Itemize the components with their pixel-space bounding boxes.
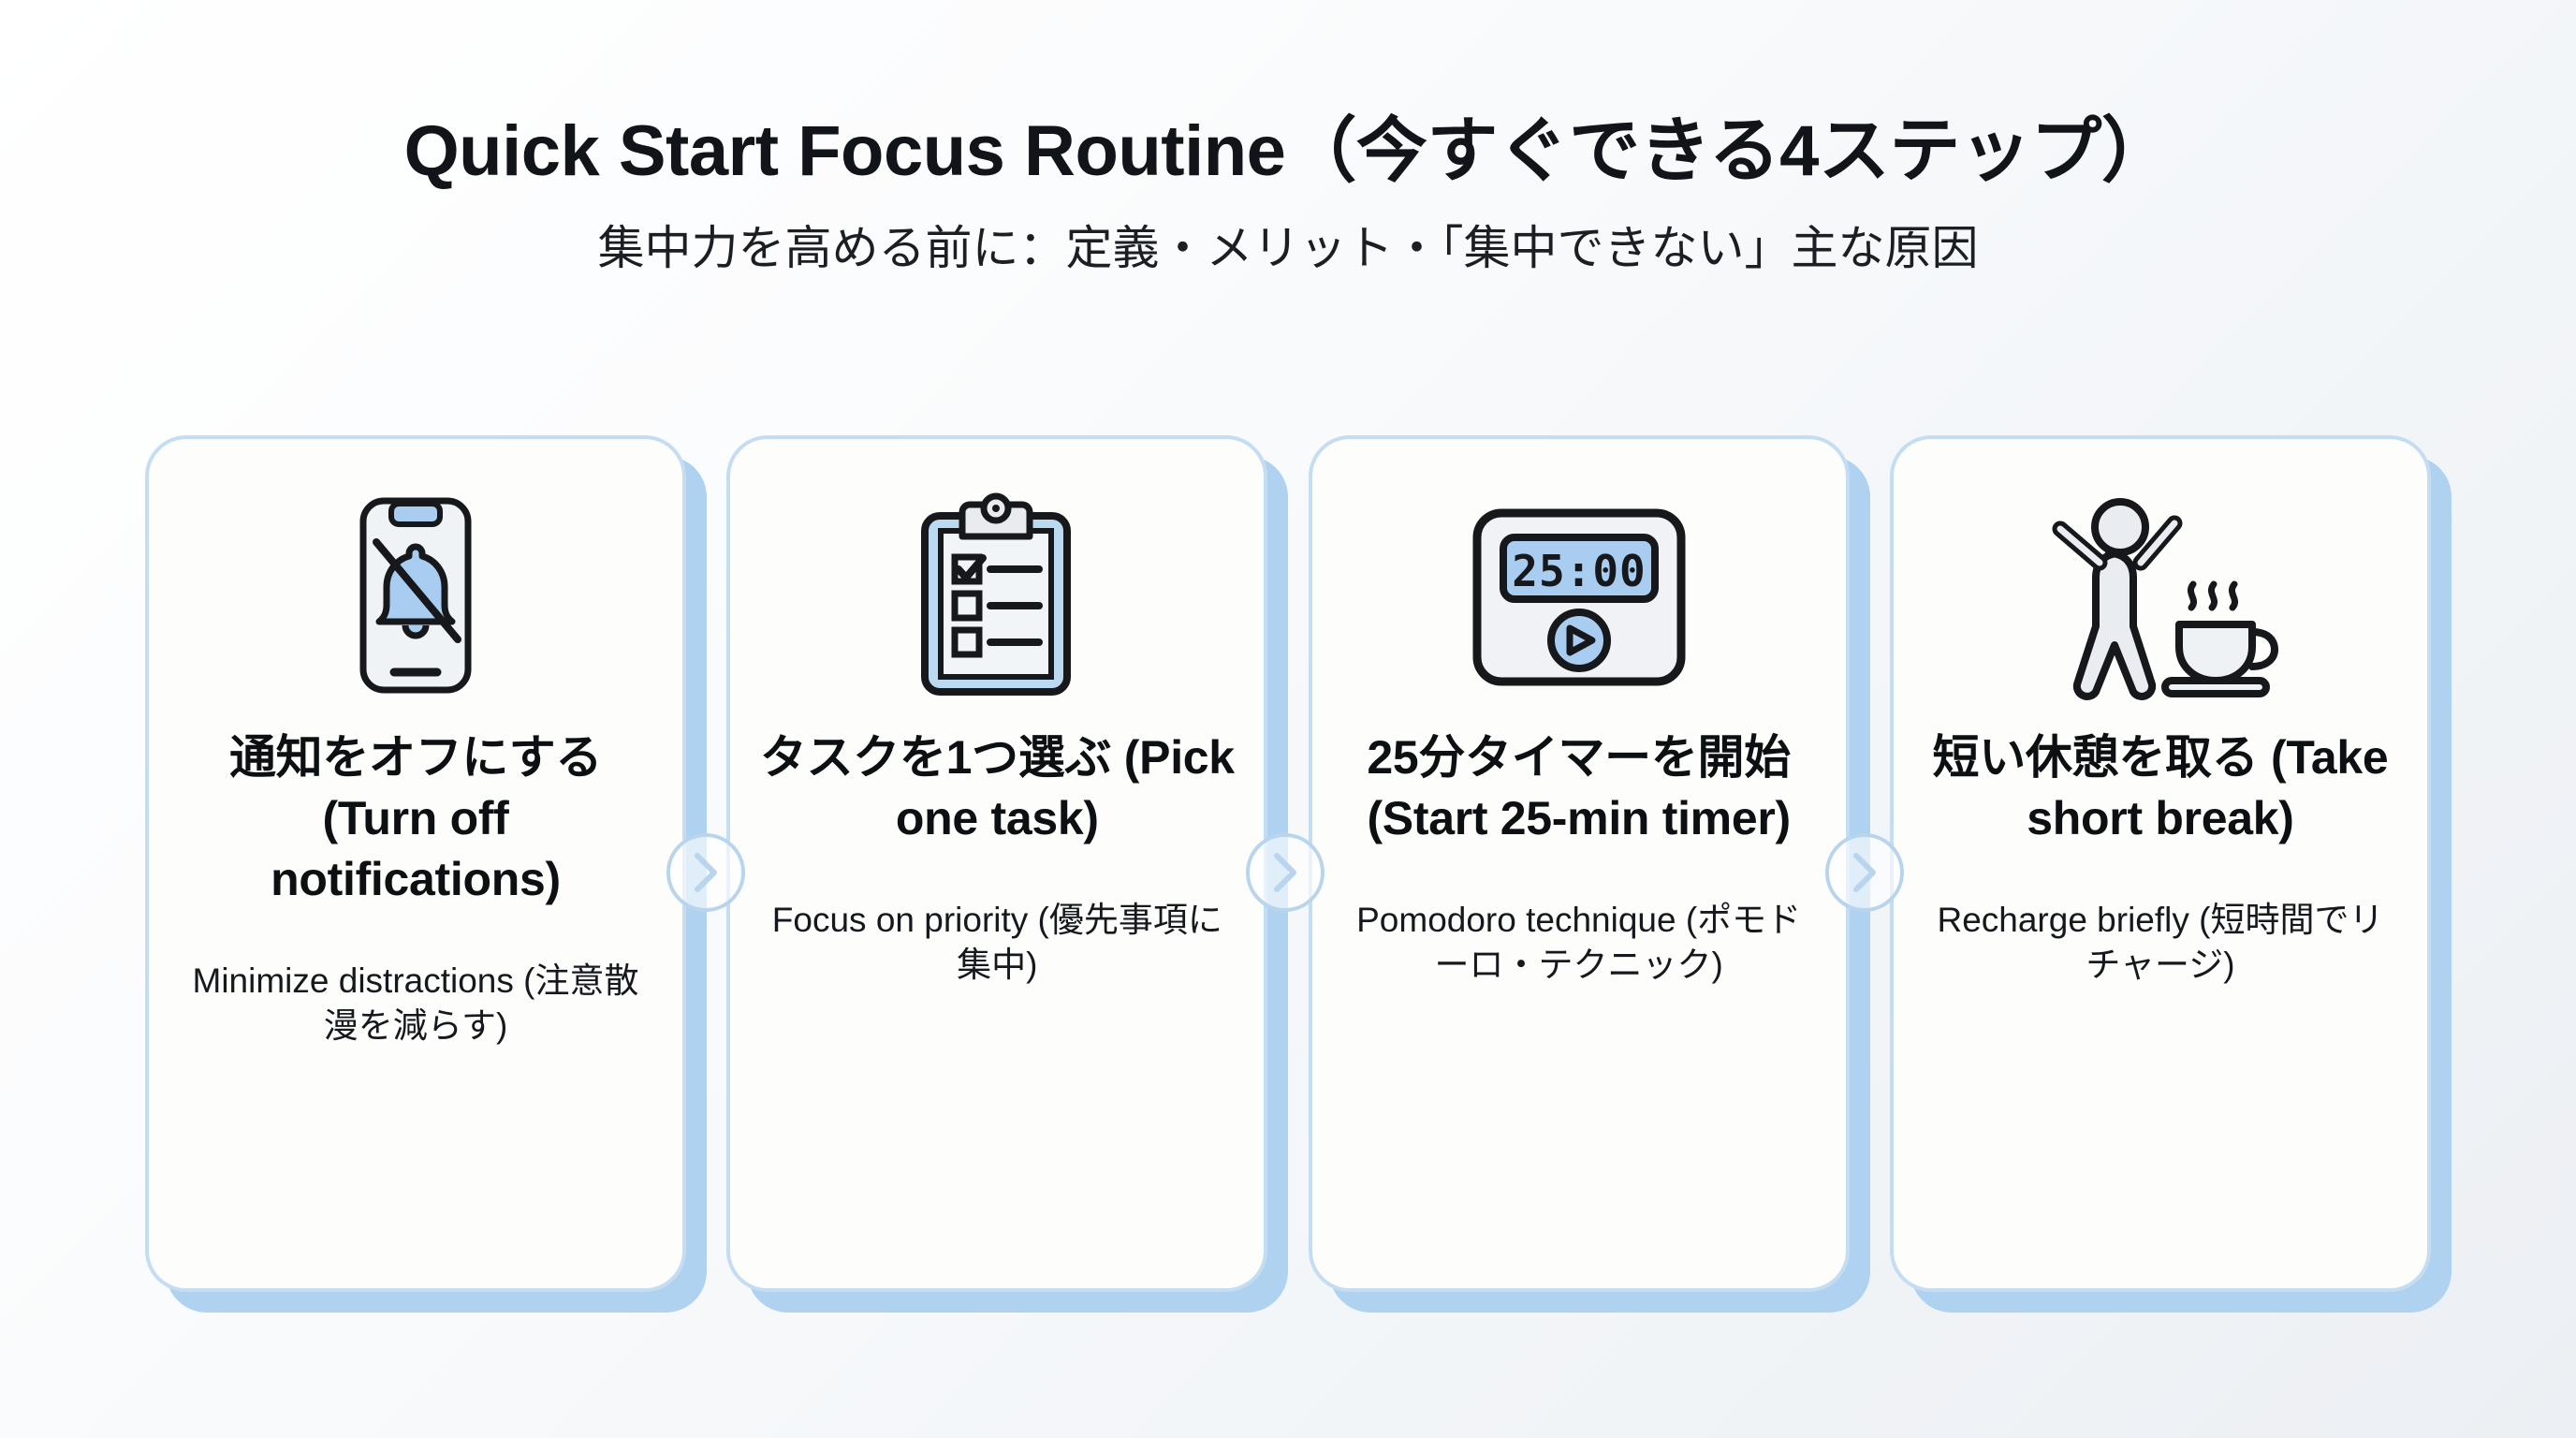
step-card-4-description: Recharge briefly (短時間でリチャージ) (1937, 901, 2384, 985)
step-card-3[interactable]: 25:00 25分タイマーを開始 (Start 25-min timer) Po… (1308, 435, 1870, 1313)
step-card-1-description: Minimize distractions (注意散漫を減らす) (192, 961, 639, 1046)
chevron-right-icon (1853, 853, 1876, 892)
person-shape (2052, 498, 2183, 700)
clipboard-checklist-icon (899, 488, 1095, 703)
step-card-4[interactable]: 短い休憩を取る (Take short break) Recharge brie… (1889, 435, 2452, 1313)
step-card-1[interactable]: 通知をオフにする (Turn off notifications) Minimi… (145, 435, 707, 1313)
step-connector-1-2 (666, 833, 745, 912)
step-card-1-surface: 通知をオフにする (Turn off notifications) Minimi… (145, 435, 686, 1292)
step-card-3-surface: 25:00 25分タイマーを開始 (Start 25-min timer) Po… (1308, 435, 1850, 1292)
phone-bell-muted-icon (322, 488, 509, 703)
step-card-4-title: 短い休憩を取る (Take short break) (1932, 731, 2389, 844)
step-card-3-description: Pomodoro technique (ポモドーロ・テクニック) (1356, 901, 1802, 985)
step-cards-row: 通知をオフにする (Turn off notifications) Minimi… (145, 435, 2452, 1313)
chevron-right-icon (1274, 853, 1296, 892)
step-card-2[interactable]: タスクを1つ選ぶ (Pick one task) Focus on priori… (726, 435, 1289, 1313)
step-card-3-title: 25分タイマーを開始 (Start 25-min timer) (1367, 731, 1791, 844)
step-card-4-surface: 短い休憩を取る (Take short break) Recharge brie… (1889, 435, 2431, 1292)
stretching-person-coffee-icon (2034, 488, 2287, 703)
coffee-cup-shape (2160, 580, 2278, 697)
step-card-1-title: 通知をオフにする (Turn off notifications) (228, 731, 603, 905)
step-card-2-title: タスクを1つ選ぶ (Pick one task) (759, 731, 1235, 844)
timer-display-text: 25:00 (1512, 546, 1646, 596)
page-subtitle: 集中力を高める前に：定義・メリット・「集中できない」主な原因 (597, 222, 1979, 275)
page-title: Quick Start Focus Routine（今すぐできる4ステップ） (403, 111, 2173, 191)
step-card-2-surface: タスクを1つ選ぶ (Pick one task) Focus on priori… (726, 435, 1268, 1292)
step-card-2-description: Focus on priority (優先事項に集中) (771, 901, 1222, 985)
page-header: Quick Start Focus Routine（今すぐできる4ステップ） 集… (0, 0, 2576, 276)
step-connector-2-3 (1246, 833, 1325, 912)
digital-timer-icon: 25:00 (1462, 488, 1696, 703)
chevron-right-icon (695, 853, 717, 892)
step-connector-3-4 (1825, 833, 1904, 912)
